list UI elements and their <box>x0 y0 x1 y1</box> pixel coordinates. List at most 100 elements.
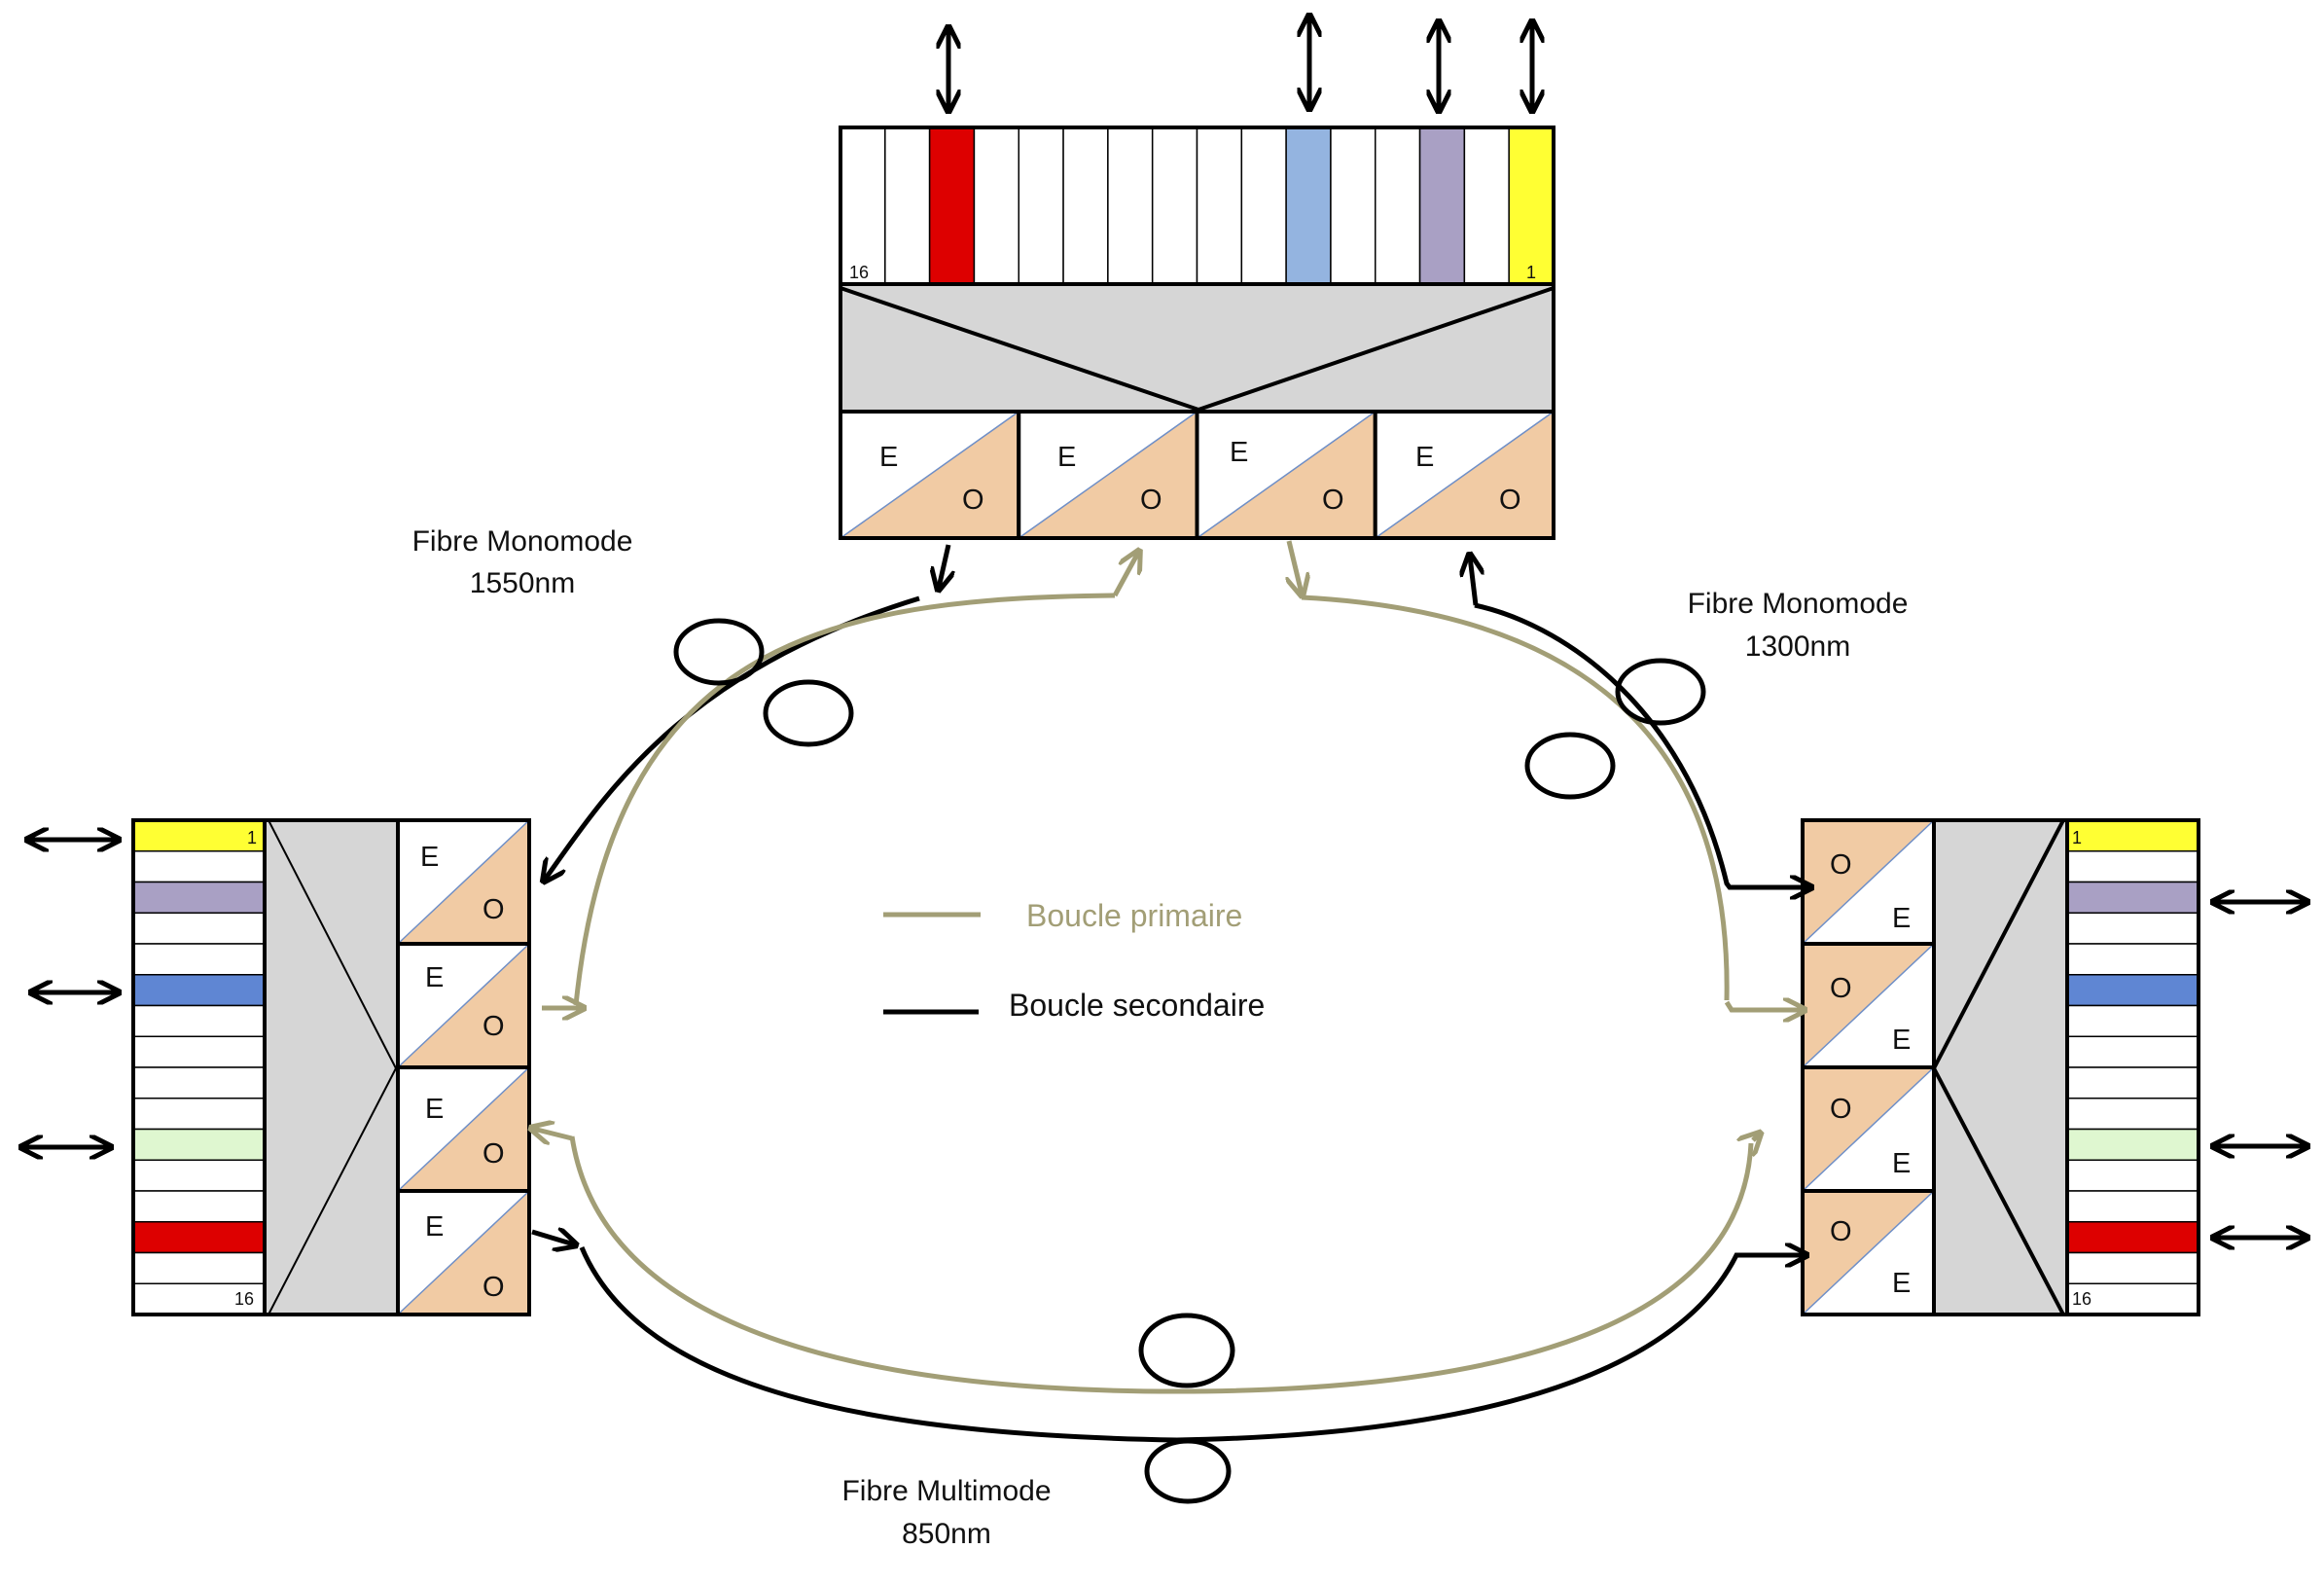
channel-slot <box>132 1221 266 1254</box>
top-node: 16 1 E O E O E O E O <box>838 18 1555 540</box>
top-module-2-e: E <box>1057 442 1076 473</box>
channel-slot <box>2066 1066 2199 1099</box>
eo-module-frame <box>1373 410 1555 540</box>
fibre-labels: Fibre Monomode 1550nm Fibre Monomode 130… <box>412 525 1909 1550</box>
channel-slot <box>132 1190 266 1223</box>
fibre-1300-label-line2: 1300nm <box>1745 630 1850 663</box>
channel-slot <box>840 126 886 285</box>
channel-slot <box>1196 126 1243 285</box>
top-module-4-o: O <box>1499 485 1521 516</box>
channel-slot <box>2066 1035 2199 1068</box>
left-module-1-e: E <box>420 842 439 873</box>
channel-slot <box>132 1066 266 1099</box>
right-module-1-o: O <box>1830 849 1852 881</box>
fibre-coils <box>673 618 1706 1504</box>
top-module-4-e: E <box>1415 442 1434 473</box>
channel-slot <box>973 126 1019 285</box>
left-bidirectional-arrows <box>23 840 117 1147</box>
channel-slot <box>928 126 976 285</box>
channel-slot <box>1330 126 1377 285</box>
channel-slot <box>2066 1128 2199 1161</box>
left-module-3-arrow <box>533 1129 573 1138</box>
channel-slot <box>132 1035 266 1068</box>
right-coupler <box>1932 818 2069 1316</box>
left-channel-strip <box>132 819 266 1315</box>
right-module-1-e: E <box>1892 903 1911 934</box>
channel-slot <box>132 912 266 945</box>
channel-slot <box>132 1004 266 1037</box>
right-channel-16-label: 16 <box>2072 1289 2092 1309</box>
top-channel-strip <box>840 126 1555 285</box>
right-channel-strip <box>2066 819 2199 1315</box>
fibre-coil-icon <box>763 679 854 747</box>
channel-slot <box>2066 1190 2199 1223</box>
eo-module-frame <box>396 1189 531 1316</box>
secondary-fibre-left-upper <box>545 595 920 880</box>
top-module-1-down-arrow <box>939 544 948 588</box>
right-module-4-e: E <box>1892 1268 1911 1299</box>
legend-primary-label: Boucle primaire <box>1026 898 1242 933</box>
channel-slot <box>1463 126 1510 285</box>
primary-loop <box>533 540 1803 1394</box>
right-node: O E O E O E O E 1 16 <box>1801 818 2306 1316</box>
secondary-left-module-out <box>531 1232 574 1244</box>
right-module-3-arrow <box>1753 1135 1759 1140</box>
channel-slot <box>2066 1221 2199 1254</box>
top-module-4-up-arrow <box>1470 557 1476 606</box>
primary-fibre-bottom <box>569 1135 1754 1394</box>
left-coupler <box>263 818 400 1316</box>
channel-slot <box>2066 881 2199 914</box>
left-module-1-o: O <box>483 894 505 925</box>
channel-slot <box>2066 974 2199 1007</box>
channel-slot <box>132 1282 266 1315</box>
channel-slot <box>2066 912 2199 945</box>
channel-slot <box>132 881 266 914</box>
channel-slot <box>1375 126 1421 285</box>
channel-slot <box>2066 850 2199 883</box>
fibre-coil-icon <box>673 618 765 686</box>
top-module-1-o: O <box>962 485 984 516</box>
fibre-1550-label-line1: Fibre Monomode <box>412 525 633 558</box>
left-channel-1-label: 1 <box>247 828 257 847</box>
top-module-2-o: O <box>1140 485 1162 516</box>
right-module-2-o: O <box>1830 973 1852 1004</box>
channel-slot <box>1285 126 1332 285</box>
fibre-coil-icon <box>1138 1313 1235 1388</box>
channel-slot <box>1418 126 1466 285</box>
right-module-2-e: E <box>1892 1025 1911 1056</box>
top-channel-16-label: 16 <box>849 263 869 282</box>
top-bidirectional-arrows <box>948 18 1532 109</box>
right-channel-frame <box>2065 818 2200 1316</box>
channel-slot <box>132 819 266 852</box>
top-module-2-up-arrow <box>1112 553 1138 597</box>
top-module-1-e: E <box>879 442 898 473</box>
legend-secondary-label: Boucle secondaire <box>1009 988 1265 1023</box>
right-module-2-arrow <box>1724 1002 1803 1010</box>
fibre-850-label-line2: 850nm <box>902 1518 991 1550</box>
right-module-3-e: E <box>1892 1148 1911 1179</box>
primary-fibre-upper <box>573 593 1116 1006</box>
fibre-1550-label-line2: 1550nm <box>470 567 575 599</box>
right-bidirectional-arrows <box>2215 902 2306 1238</box>
channel-slot <box>2066 1098 2199 1131</box>
left-node: 1 16 E O E O E O E O <box>23 818 531 1316</box>
left-module-2-o: O <box>483 1011 505 1042</box>
left-module-4-e: E <box>425 1211 444 1243</box>
right-oe-modules <box>1801 818 1936 1316</box>
channel-slot <box>1240 126 1287 285</box>
secondary-fibre-bottom <box>579 1247 1805 1443</box>
channel-slot <box>1018 126 1064 285</box>
right-channel-1-label: 1 <box>2072 828 2082 847</box>
left-module-4-o: O <box>483 1272 505 1303</box>
channel-slot <box>132 850 266 883</box>
primary-fibre-upper-right <box>1301 594 1730 1001</box>
secondary-fibre-right-upper <box>1474 602 1809 887</box>
right-module-3-o: O <box>1830 1094 1852 1125</box>
channel-slot <box>132 1159 266 1192</box>
fibre-coil-icon <box>1144 1438 1232 1504</box>
left-eo-modules <box>396 818 531 1316</box>
channel-slot <box>1062 126 1109 285</box>
top-module-3-down-arrow <box>1289 540 1302 594</box>
channel-slot <box>2066 819 2199 852</box>
